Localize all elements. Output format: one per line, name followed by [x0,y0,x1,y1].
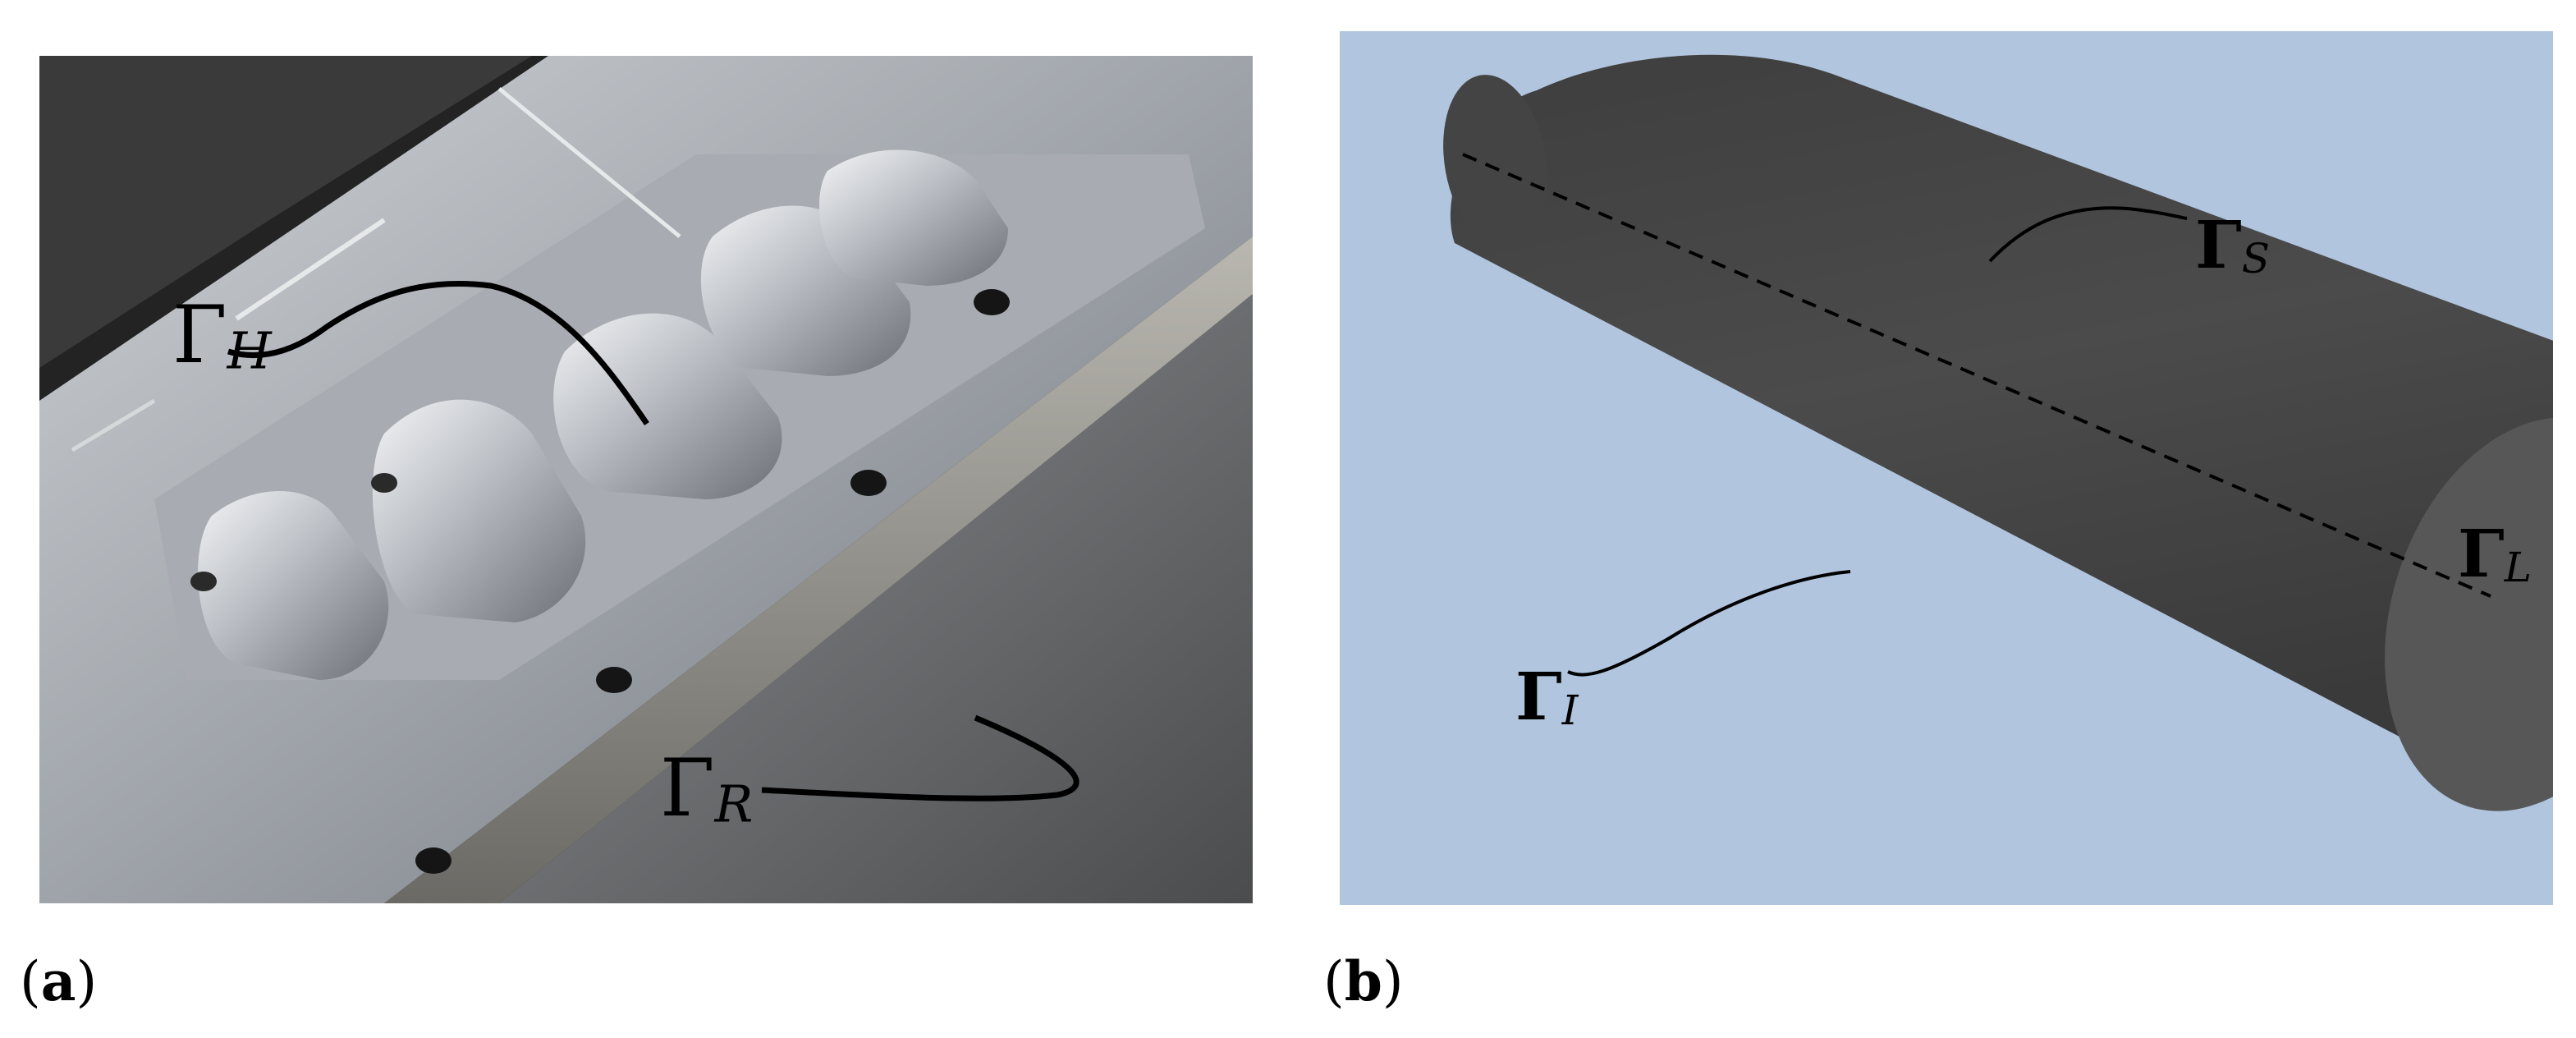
gamma-h-leader [227,281,649,425]
gamma-r-subscript: R [714,774,754,834]
gamma-r-leader [761,714,1079,801]
gamma-l-symbol: Γ [2458,515,2505,592]
gamma-r-label: ΓR [660,749,753,829]
gamma-s-label: ΓS [2195,212,2270,279]
gamma-h-subscript: H [227,320,272,381]
gamma-l-subscript: L [2504,544,2532,591]
cavity [198,491,389,680]
cylinder-render [1443,54,2553,811]
gamma-h-symbol: Γ [172,289,227,381]
cylinder-back-end [1443,75,1548,250]
gamma-r-symbol: Γ [660,742,715,834]
mold-photo [39,56,1253,903]
cylinder-body [1450,54,2553,783]
gamma-s-symbol: Γ [2195,206,2242,283]
cavity [819,149,1008,286]
panel-a-letter: a [40,949,76,1013]
panel-b-label: (b) [1323,954,1404,1009]
cavity [553,313,782,499]
gamma-i-subscript: I [1561,687,1579,734]
panel-a-open-paren: ( [20,950,41,1013]
panel-b-open-paren: ( [1323,950,1345,1013]
panel-b-close-paren: ) [1382,950,1404,1013]
gamma-s-subscript: S [2241,235,2271,282]
cylinder-panel [1340,31,2553,905]
gamma-i-label: ΓI [1515,664,1579,731]
mold-photo-panel [39,56,1253,903]
gamma-h-label: ΓH [172,296,272,376]
gamma-i-leader [1567,570,1851,677]
panel-a-label: (a) [20,954,97,1009]
gamma-l-label: ΓL [2458,521,2532,588]
cavity [372,399,586,622]
panel-a-close-paren: ) [76,950,98,1013]
gamma-s-leader [1988,206,2188,263]
gamma-i-symbol: Γ [1515,658,1562,735]
cylinder-axis [1462,153,2491,598]
panel-b-letter: b [1344,949,1382,1013]
cylinder-end-cap [2385,417,2553,811]
